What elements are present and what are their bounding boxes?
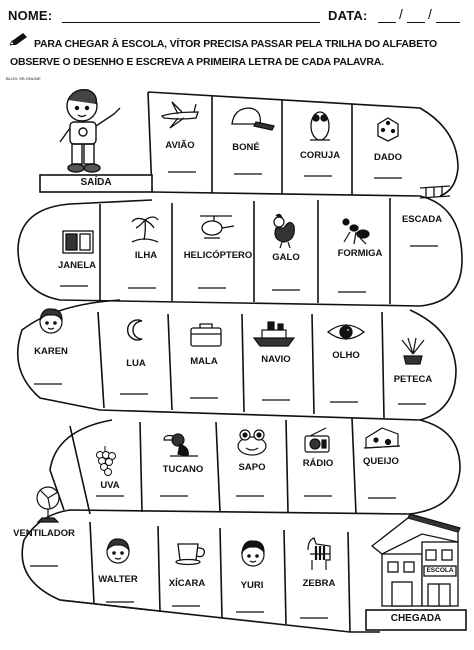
cap-icon (231, 107, 275, 131)
fan-icon (36, 486, 60, 523)
word-ventilador: VENTILADOR (13, 528, 75, 539)
cup-icon (175, 543, 206, 566)
word-yuri: YURI (240, 580, 264, 591)
word-tucano: TUCANO (162, 464, 204, 475)
dice-icon (377, 117, 399, 142)
word-formiga: FORMIGA (337, 248, 383, 259)
school-building-icon (370, 513, 461, 607)
toucan-icon (163, 433, 198, 457)
word-uva: UVA (100, 480, 120, 491)
school-sign: ESCOLA (426, 567, 454, 574)
word-karen: KAREN (34, 346, 68, 357)
start-label: SAÍDA (80, 177, 112, 188)
rooster-icon (273, 213, 295, 248)
word-sapo: SAPO (238, 462, 266, 473)
suitcase-icon (190, 323, 222, 347)
shuttlecock-icon (401, 337, 425, 365)
word-ilha: ILHA (134, 250, 158, 261)
instruction-line-2: OBSERVE O DESENHO E ESCREVA A PRIMEIRA L… (10, 56, 384, 68)
boy-character-icon (59, 89, 121, 173)
name-label: NOME: (8, 8, 53, 23)
word-lua: LUA (126, 358, 146, 369)
radio-icon (304, 427, 330, 453)
ant-icon (342, 218, 370, 245)
boy-face-icon (106, 538, 130, 564)
owl-icon (310, 111, 330, 141)
helicopter-icon (200, 215, 235, 239)
date-day-field[interactable] (378, 22, 396, 23)
word-zebra: ZEBRA (302, 578, 336, 589)
word-walter: WALTER (98, 574, 138, 585)
pencil-icon (9, 33, 27, 46)
word-navio: NAVIO (261, 354, 291, 365)
date-separator-1: / (399, 6, 403, 22)
boy-face-2-icon (241, 540, 265, 567)
frog-icon (237, 429, 267, 456)
word-aviao: AVIÃO (165, 140, 195, 151)
word-coruja: CORUJA (299, 150, 341, 161)
grapes-icon (96, 446, 116, 476)
word-janela: JANELA (57, 260, 96, 271)
island-icon (131, 216, 159, 243)
airplane-icon (160, 101, 199, 129)
word-mala: MALA (190, 356, 218, 367)
date-month-field[interactable] (407, 22, 425, 23)
date-label: DATA: (328, 8, 368, 23)
word-radio: RÁDIO (302, 458, 334, 469)
date-year-field[interactable] (436, 22, 460, 23)
zebra-icon (307, 537, 331, 570)
window-icon (62, 230, 94, 254)
word-dado: DADO (374, 152, 402, 163)
cheese-icon (363, 427, 401, 449)
finish-label: CHEGADA (390, 613, 442, 624)
word-helicoptero: HELICÓPTERO (183, 250, 253, 261)
word-queijo: QUEIJO (363, 456, 399, 467)
moon-icon (126, 319, 143, 341)
word-peteca: PETECA (393, 374, 433, 385)
date-separator-2: / (428, 6, 432, 22)
name-field[interactable] (62, 22, 320, 23)
word-xicara: XÍCARA (168, 578, 206, 589)
instruction-line-1: PARA CHEGAR À ESCOLA, VÍTOR PRECISA PASS… (34, 38, 437, 50)
word-escada: ESCADA (401, 214, 443, 225)
eye-icon (326, 324, 366, 340)
word-olho: OLHO (332, 350, 360, 361)
girl-face-icon (39, 308, 63, 334)
ship-icon (252, 321, 296, 347)
word-galo: GALO (272, 252, 300, 263)
blog-credit: BLOG: EB ONLINE (6, 76, 41, 81)
word-bone: BONÉ (232, 142, 260, 153)
ladder-icon (419, 185, 451, 199)
